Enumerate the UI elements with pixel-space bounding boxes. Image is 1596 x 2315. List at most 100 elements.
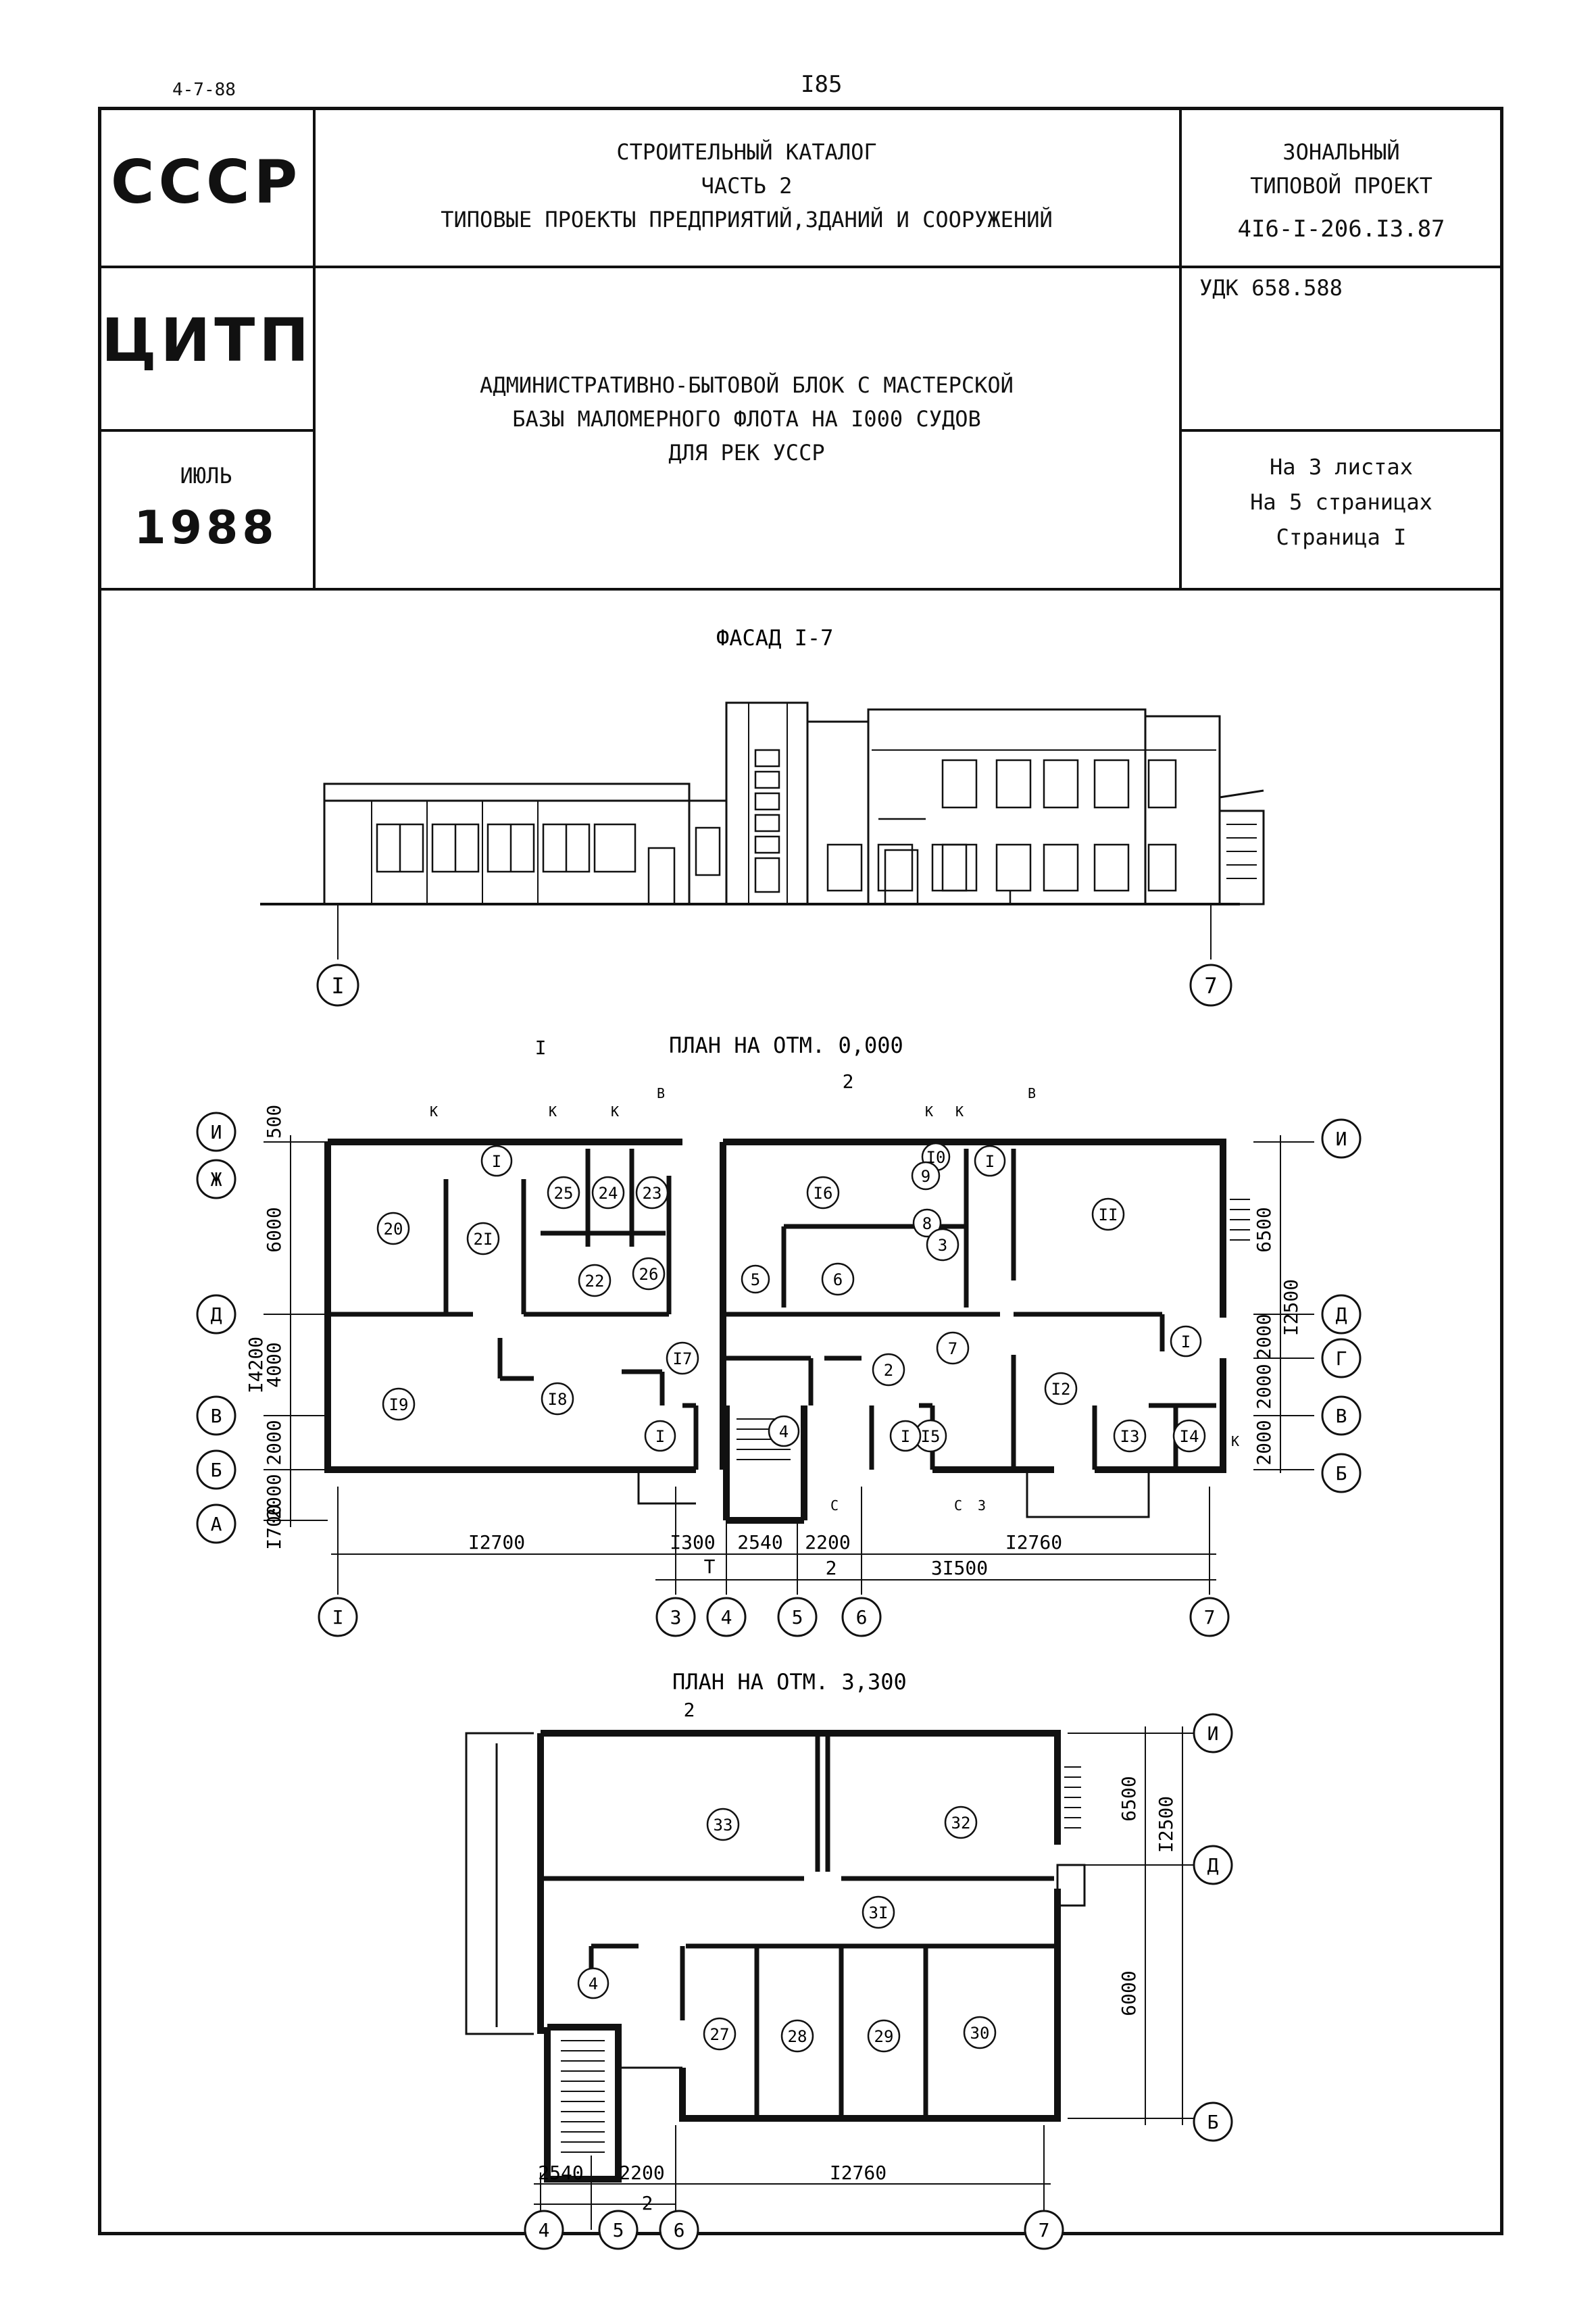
plan1-dim-bottom-6: 3I500 bbox=[931, 1557, 988, 1579]
plan1-dim-left-1: 500 bbox=[263, 1105, 285, 1139]
room-16: I6 bbox=[814, 1184, 833, 1203]
plan1-row-1: И bbox=[211, 1121, 222, 1143]
room-4-upper: 4 bbox=[589, 1974, 598, 1993]
room-18: I8 bbox=[548, 1390, 568, 1409]
room-13: I3 bbox=[1120, 1427, 1140, 1446]
plan1-col-2: 3 bbox=[670, 1606, 682, 1628]
room-6: 6 bbox=[833, 1270, 843, 1289]
plan1-section-1: I bbox=[535, 1037, 547, 1059]
catalog-line-2: ЧАСТЬ 2 bbox=[701, 173, 793, 199]
mark-k-3: К bbox=[611, 1103, 619, 1120]
plan1-row-right-2: Д bbox=[1336, 1303, 1347, 1326]
room-4: 4 bbox=[779, 1422, 789, 1441]
room-29: 29 bbox=[874, 2027, 894, 2046]
plan2-row-1: И bbox=[1207, 1722, 1219, 1745]
room-5: 5 bbox=[751, 1270, 760, 1289]
room-1d: I bbox=[655, 1427, 665, 1446]
mark-k-5: К bbox=[955, 1103, 964, 1120]
room-1c: I bbox=[1181, 1333, 1191, 1351]
plan2-dim-right-3: 6000 bbox=[1118, 1970, 1140, 2016]
month-label: ИЮЛЬ bbox=[180, 463, 232, 489]
room-31: 3I bbox=[869, 1903, 889, 1922]
plan1-labels: И Ж Д В Б А И Д Г В Б 500 6000 I4200 400… bbox=[211, 1037, 1347, 1628]
mark-s-1: С bbox=[830, 1497, 839, 1514]
room-7: 7 bbox=[948, 1339, 957, 1358]
plan1-title: ПЛАН НА ОТМ. 0,000 bbox=[669, 1032, 903, 1058]
room-21: 2I bbox=[474, 1230, 493, 1249]
mark-k-1: К bbox=[430, 1103, 438, 1120]
plan1-dim-left-2: 6000 bbox=[263, 1207, 285, 1252]
room-15: I5 bbox=[921, 1427, 941, 1446]
plan1-dim-bottom-4: 2200 bbox=[805, 1531, 850, 1553]
plan2-dim-right-2: I2500 bbox=[1155, 1796, 1177, 1853]
facade-drawing bbox=[260, 701, 1265, 1007]
plan1-col-3: 4 bbox=[721, 1606, 732, 1628]
plan1-dim-bottom-2: I300 bbox=[670, 1531, 715, 1553]
country-label: СССР bbox=[110, 147, 302, 217]
room-8: 8 bbox=[922, 1214, 932, 1233]
title-line-2: БАЗЫ МАЛОМЕРНОГО ФЛОТА НА I000 СУДОВ bbox=[512, 406, 981, 432]
plan1-dim-right-1: 6500 bbox=[1253, 1207, 1275, 1252]
header-divider-2 bbox=[98, 429, 314, 432]
room-27: 27 bbox=[710, 2025, 730, 2044]
room-30: 30 bbox=[970, 2024, 990, 2043]
room-1a: I bbox=[492, 1152, 501, 1171]
room-2: 2 bbox=[884, 1361, 893, 1380]
plan2-dim-bottom-1: 2540 bbox=[538, 2162, 583, 2184]
plan1-row-5: Б bbox=[211, 1459, 222, 1481]
sheets-line-1: На 3 листах bbox=[1270, 454, 1413, 480]
plan2-labels: И Д Б 6500 I2500 6000 2540 2200 I2760 4 … bbox=[538, 1699, 1218, 2241]
project-type-line-1: ЗОНАЛЬНЫЙ bbox=[1282, 139, 1400, 165]
plan1-dim-bottom-3: 2540 bbox=[737, 1531, 782, 1553]
catalog-block: СТРОИТЕЛЬНЫЙ КАТАЛОГ ЧАСТЬ 2 ТИПОВЫЕ ПРО… bbox=[318, 135, 1176, 237]
plan1-dim-bottom-1: I2700 bbox=[468, 1531, 525, 1553]
catalog-line-3: ТИПОВЫЕ ПРОЕКТЫ ПРЕДПРИЯТИЙ,ЗДАНИЙ И СОО… bbox=[441, 207, 1053, 232]
room-11: II bbox=[1099, 1205, 1118, 1224]
facade-title: ФАСАД I-7 bbox=[716, 625, 833, 651]
room-12: I2 bbox=[1051, 1380, 1071, 1399]
plan2-col-1: 4 bbox=[539, 2219, 550, 2241]
plan1-row-2: Ж bbox=[211, 1168, 222, 1191]
page-number: I85 bbox=[801, 71, 843, 98]
header-vdivider-1 bbox=[313, 107, 316, 589]
room-17: I7 bbox=[673, 1349, 693, 1368]
facade-axis-left: I bbox=[331, 973, 344, 999]
plan2-dim-bottom-2: 2200 bbox=[619, 2162, 664, 2184]
room-10: I0 bbox=[926, 1148, 946, 1167]
room-25: 25 bbox=[554, 1184, 574, 1203]
plan1-dim-left-7: I700 bbox=[263, 1504, 285, 1549]
room-1b: I bbox=[985, 1152, 995, 1171]
title-line-1: АДМИНИСТРАТИВНО-БЫТОВОЙ БЛОК С МАСТЕРСКО… bbox=[480, 372, 1014, 398]
mark-v-2: В bbox=[1028, 1085, 1036, 1101]
room-28: 28 bbox=[788, 2027, 807, 2046]
plan1-row-right-4: В bbox=[1336, 1405, 1347, 1427]
plan1-dim-right-3: 2000 bbox=[1253, 1314, 1275, 1359]
mark-k-4: К bbox=[925, 1103, 933, 1120]
room-32: 32 bbox=[951, 1814, 971, 1833]
header-divider-4 bbox=[98, 588, 1503, 591]
plan2-section-1: 2 bbox=[684, 1699, 695, 1721]
plan1-col-1: I bbox=[332, 1606, 344, 1628]
title-line-3: ДЛЯ РЕК УССР bbox=[668, 440, 825, 466]
top-left-code: 4-7-88 bbox=[172, 80, 236, 100]
room-33: 33 bbox=[714, 1816, 733, 1835]
room-20: 20 bbox=[384, 1220, 403, 1239]
room-14: I4 bbox=[1180, 1427, 1199, 1446]
mark-s-2: С bbox=[954, 1497, 962, 1514]
room-23: 23 bbox=[643, 1184, 662, 1203]
org-label: ЦИТП bbox=[101, 305, 313, 375]
plan1-section-2: 2 bbox=[843, 1070, 854, 1093]
plan2-dim-right-1: 6500 bbox=[1118, 1776, 1140, 1821]
plan2-title: ПЛАН НА ОТМ. 3,300 bbox=[672, 1669, 907, 1695]
plan1-dim-right-2: I2500 bbox=[1280, 1279, 1302, 1336]
plan2-section-2: 2 bbox=[642, 2192, 653, 2214]
mark-k-6: К bbox=[1231, 1433, 1239, 1449]
room-19: I9 bbox=[389, 1395, 409, 1414]
plan1-dim-right-5: 2000 bbox=[1253, 1420, 1275, 1465]
plan1-dim-left-3: I4200 bbox=[245, 1337, 267, 1393]
plan1-dim-bottom-5: I2760 bbox=[1005, 1531, 1062, 1553]
plan1-row-right-3: Г bbox=[1336, 1347, 1347, 1370]
plan1-row-3: Д bbox=[211, 1303, 222, 1326]
facade-axis-right: 7 bbox=[1204, 973, 1217, 999]
